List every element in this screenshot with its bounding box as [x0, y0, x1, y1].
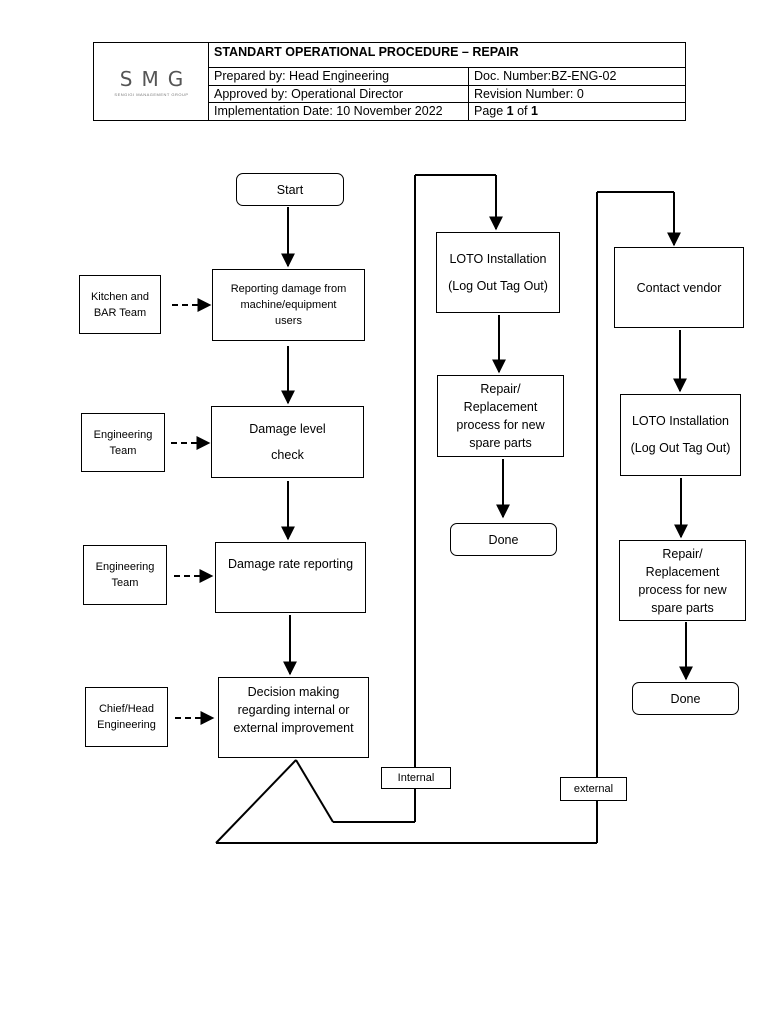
int-repair-line3: process for new [456, 418, 545, 432]
prepared-by: Prepared by: Head Engineering [214, 69, 390, 83]
step-damage-check: Damage level check [211, 406, 364, 478]
step2-line2: check [271, 448, 304, 462]
actor3-line1: Engineering [95, 561, 155, 573]
step1-line1: Reporting damage from [230, 283, 347, 295]
page-total: 1 [531, 104, 538, 118]
actor3-line2: Team [111, 577, 139, 589]
company-logo: SMG SENGIGI MANAGEMENT GROUP [95, 44, 208, 120]
step-rate-reporting: Damage rate reporting [215, 542, 366, 613]
step-decision: Decision making regarding internal or ex… [218, 677, 369, 758]
actor4-line2: Engineering [97, 719, 156, 731]
actor4-line1: Chief/Head [98, 703, 155, 715]
actor1-line2: BAR Team [93, 306, 147, 319]
logo-text: SMG [119, 67, 193, 91]
ext-loto-line1: LOTO Installation [631, 414, 730, 428]
ext-vendor-label: Contact vendor [636, 280, 722, 295]
page-number: Page 1 of 1 [469, 103, 685, 120]
ext-repair-process: Repair/ Replacement process for new spar… [619, 540, 746, 621]
actor1-line1: Kitchen and [90, 290, 150, 303]
int-done-label: Done [488, 532, 519, 547]
int-loto-line2: (Log Out Tag Out) [448, 278, 548, 293]
ext-done-label: Done [670, 691, 701, 706]
ext-repair-line1: Repair/ [662, 546, 703, 561]
document-title: STANDART OPERATIONAL PROCEDURE – REPAIR [214, 45, 519, 59]
actor2-line1: Engineering [93, 428, 153, 441]
internal-label: Internal [397, 772, 435, 784]
header-divider [468, 67, 469, 120]
int-loto-installation: LOTO Installation (Log Out Tag Out) [436, 232, 560, 313]
branch-left-diagonal [215, 759, 297, 844]
int-repair-process: Repair/ Replacement process for new spar… [437, 375, 564, 457]
internal-label-box: Internal [381, 767, 451, 789]
step4-line1: Decision making [247, 685, 340, 699]
header-divider [208, 43, 209, 120]
doc-number: Doc. Number:BZ-ENG-02 [474, 69, 617, 83]
int-done-node: Done [450, 523, 557, 556]
actor-engineering-2: Engineering Team [83, 545, 167, 605]
step4-line3: external improvement [233, 721, 354, 735]
ext-repair-line3: process for new [638, 582, 727, 597]
external-label: external [573, 783, 614, 795]
ext-repair-line2: Replacement [645, 564, 720, 579]
step1-line3: users [275, 315, 302, 327]
logo-subtext: SENGIGI MANAGEMENT GROUP [114, 92, 189, 97]
ext-loto-installation: LOTO Installation (Log Out Tag Out) [620, 394, 741, 476]
header-divider [208, 67, 685, 68]
ext-contact-vendor: Contact vendor [614, 247, 744, 328]
actor-engineering-1: Engineering Team [81, 413, 165, 472]
start-label: Start [276, 182, 304, 197]
int-loto-line1: LOTO Installation [449, 251, 547, 266]
header-divider [208, 102, 685, 103]
int-repair-line1: Repair/ [480, 382, 521, 396]
start-node: Start [236, 173, 344, 206]
actor-kitchen-bar: Kitchen and BAR Team [79, 275, 161, 334]
step4-line2: regarding internal or [237, 703, 350, 717]
branch-right-diagonal [295, 759, 334, 823]
actor2-line2: Team [109, 444, 137, 457]
implementation-date: Implementation Date: 10 November 2022 [214, 104, 443, 118]
actor-chief-engineering: Chief/Head Engineering [85, 687, 168, 747]
ext-repair-line4: spare parts [651, 600, 714, 615]
step2-line1: Damage level [249, 422, 326, 436]
ext-loto-line2: (Log Out Tag Out) [630, 441, 731, 455]
document-header: SMG SENGIGI MANAGEMENT GROUP STANDART OP… [93, 42, 686, 121]
external-label-box: external [560, 777, 627, 801]
page-current: 1 [506, 104, 514, 118]
page-of: of [513, 104, 531, 118]
int-repair-line4: spare parts [469, 436, 532, 450]
step-report-damage: Reporting damage from machine/equipment … [212, 269, 365, 341]
step3-label: Damage rate reporting [227, 557, 354, 571]
approved-by: Approved by: Operational Director [214, 87, 403, 101]
step1-line2: machine/equipment [240, 299, 337, 311]
header-divider [208, 85, 685, 86]
ext-done-node: Done [632, 682, 739, 715]
int-repair-line2: Replacement [463, 400, 538, 414]
revision-number: Revision Number: 0 [474, 87, 584, 101]
page-prefix: Page [474, 104, 507, 118]
